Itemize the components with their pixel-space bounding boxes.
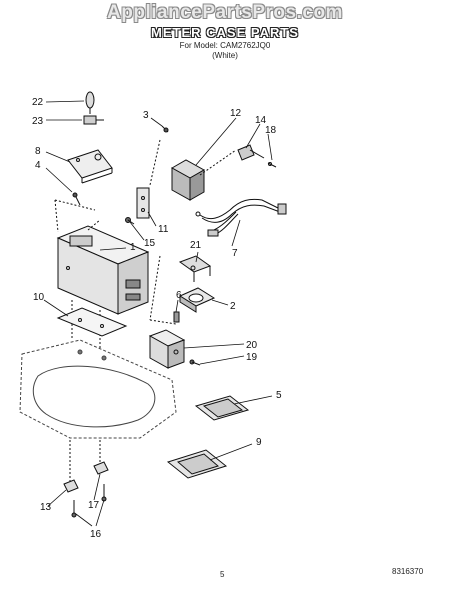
part-23-valve bbox=[83, 115, 104, 125]
page-number: 5 bbox=[220, 570, 225, 579]
callout-17: 17 bbox=[88, 500, 100, 511]
callout-11: 11 bbox=[158, 224, 169, 235]
callout-22: 22 bbox=[32, 97, 44, 108]
part-17-clip bbox=[93, 461, 109, 475]
part-16-screws bbox=[71, 484, 107, 518]
callout-19: 19 bbox=[246, 352, 258, 363]
callout-8: 8 bbox=[35, 146, 41, 157]
part-21-bracket bbox=[178, 255, 212, 282]
part-12-meter bbox=[170, 159, 206, 201]
leader-lines bbox=[43, 100, 273, 527]
part-18-pin bbox=[267, 162, 277, 168]
callout-13: 13 bbox=[40, 502, 52, 513]
site-watermark: AppliancePartsPros.com bbox=[107, 2, 343, 23]
part-3-screw bbox=[161, 125, 169, 133]
callout-5: 5 bbox=[276, 390, 282, 401]
callout-15: 15 bbox=[144, 238, 156, 249]
callout-4: 4 bbox=[35, 160, 41, 171]
callout-1: 1 bbox=[130, 242, 136, 253]
callout-20: 20 bbox=[246, 340, 258, 351]
part-4-screw bbox=[72, 192, 81, 206]
part-19-screw bbox=[189, 359, 201, 366]
callout-18: 18 bbox=[265, 125, 277, 136]
diagram-title: METER CASE PARTS bbox=[151, 25, 299, 40]
callout-23: 23 bbox=[32, 116, 44, 127]
part-9-plate bbox=[166, 449, 228, 479]
console-panel bbox=[19, 339, 177, 439]
callout-6: 6 bbox=[176, 290, 182, 301]
part-5-slide-plate bbox=[194, 395, 250, 421]
part-22-knob bbox=[85, 91, 95, 114]
callout-10: 10 bbox=[33, 292, 45, 303]
part-13-clip bbox=[63, 479, 79, 493]
callout-21: 21 bbox=[190, 240, 202, 251]
model-line: For Model: CAM2762JQ0 bbox=[179, 41, 271, 50]
part-7-wire-harness bbox=[195, 198, 287, 237]
callout-12: 12 bbox=[230, 108, 242, 119]
part-2-coin-slide bbox=[178, 287, 216, 313]
document-code: 8316370 bbox=[392, 567, 424, 576]
part-11-bracket bbox=[136, 187, 150, 219]
callout-16: 16 bbox=[90, 529, 102, 540]
part-6-pin bbox=[173, 311, 180, 323]
callout-3: 3 bbox=[143, 110, 149, 121]
part-14-fitting bbox=[237, 144, 265, 161]
color-line: (White) bbox=[212, 51, 238, 60]
part-20-switch-housing bbox=[148, 329, 186, 369]
part-8-plate bbox=[67, 149, 113, 184]
callout-7: 7 bbox=[232, 248, 238, 259]
part-10-gasket bbox=[56, 307, 128, 337]
part-15-screw bbox=[125, 217, 135, 225]
part-1-meter-case bbox=[56, 225, 150, 315]
callout-9: 9 bbox=[256, 437, 262, 448]
callout-14: 14 bbox=[255, 115, 267, 126]
callout-2: 2 bbox=[230, 301, 236, 312]
